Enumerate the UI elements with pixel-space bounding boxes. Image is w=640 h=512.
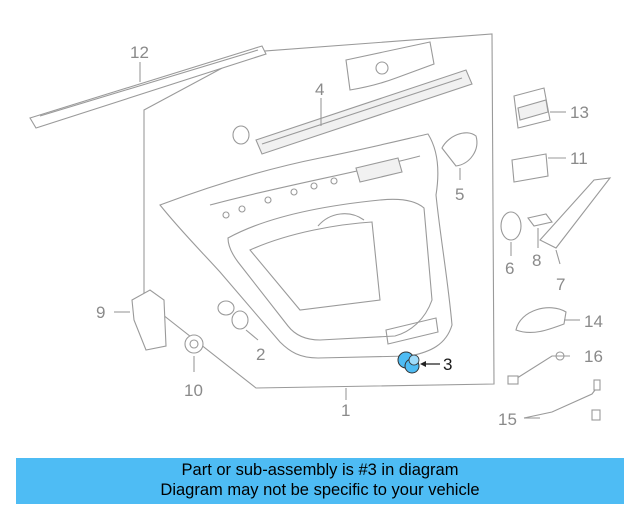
callout-2: 2 bbox=[256, 345, 265, 364]
part-15-harness bbox=[523, 379, 601, 421]
part-3-highlighted-clip bbox=[397, 351, 440, 374]
callout-3: 3 bbox=[443, 355, 452, 374]
part-6-seal bbox=[500, 211, 522, 256]
callout-10: 10 bbox=[184, 381, 203, 400]
callout-5: 5 bbox=[455, 185, 464, 204]
callout-15: 15 bbox=[498, 410, 517, 429]
part-10-grommet bbox=[184, 334, 204, 372]
banner-line-2: Diagram may not be specific to your vehi… bbox=[160, 481, 480, 499]
part-16-harness bbox=[507, 351, 570, 385]
part-12-weatherstrip bbox=[29, 45, 267, 129]
part-7-trim-strip bbox=[539, 177, 612, 265]
part-5-cap bbox=[441, 132, 478, 180]
part-8-clip bbox=[527, 213, 553, 248]
callout-12: 12 bbox=[130, 43, 149, 62]
callout-11: 11 bbox=[570, 149, 588, 168]
panel-grommet bbox=[232, 125, 250, 145]
callout-16: 16 bbox=[584, 347, 603, 366]
callout-9: 9 bbox=[96, 303, 105, 322]
callout-7: 7 bbox=[556, 275, 565, 294]
part-14-lamp bbox=[515, 307, 580, 333]
inner-door-handle bbox=[345, 41, 435, 91]
callout-14: 14 bbox=[584, 312, 603, 331]
info-banner: Part or sub-assembly is #3 in diagram Di… bbox=[16, 458, 624, 504]
callout-1: 1 bbox=[341, 401, 350, 420]
banner-line-1: Part or sub-assembly is #3 in diagram bbox=[181, 461, 459, 479]
door-trim-panel bbox=[143, 33, 495, 389]
callout-13: 13 bbox=[570, 103, 589, 122]
part-11-lock-switch bbox=[511, 153, 566, 183]
callout-6: 6 bbox=[505, 259, 514, 278]
callout-8: 8 bbox=[532, 251, 541, 270]
parts-diagram: 1 2 3 4 5 6 7 8 9 10 11 12 13 14 15 16 bbox=[29, 33, 612, 429]
part-4-armrest-trim bbox=[255, 69, 473, 155]
callout-4: 4 bbox=[315, 80, 324, 99]
part-9-bracket bbox=[114, 289, 167, 351]
part-2-fastener bbox=[217, 300, 259, 341]
part-13-window-switch bbox=[513, 87, 566, 129]
